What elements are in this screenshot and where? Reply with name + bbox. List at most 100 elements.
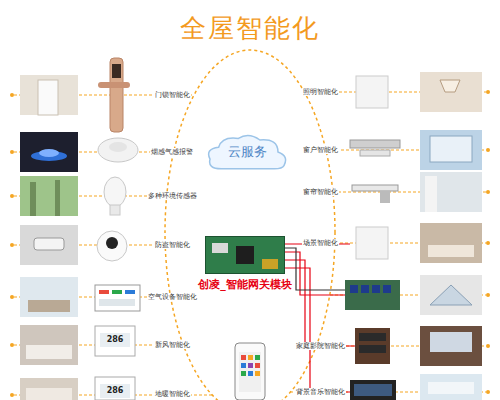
smartphone <box>241 363 246 368</box>
room-photo <box>430 285 472 305</box>
category-label: 新风智能化 <box>154 341 191 350</box>
room-photo <box>20 325 78 365</box>
device-picture <box>350 140 400 148</box>
category-label: 烟感气感报警 <box>150 148 194 157</box>
end-dot <box>10 343 14 347</box>
end-dot <box>10 150 14 154</box>
device-picture <box>380 191 390 203</box>
room-photo <box>430 136 472 162</box>
device-picture <box>112 290 122 294</box>
cloud-label: 云服务 <box>204 132 290 172</box>
room-photo <box>30 182 36 216</box>
end-dot <box>486 241 490 245</box>
device-picture <box>356 227 388 259</box>
device-picture <box>95 285 140 311</box>
room-photo <box>420 172 482 212</box>
end-dot <box>10 295 14 299</box>
device-picture <box>125 290 135 294</box>
module-label: 创凌_智能网关模块 <box>196 277 294 293</box>
device-picture <box>109 142 127 152</box>
category-label: 地暖智能化 <box>154 390 191 399</box>
room-photo <box>430 332 472 352</box>
room-photo <box>20 75 78 115</box>
device-picture <box>356 76 388 108</box>
category-label: 家庭影院智能化 <box>295 342 346 351</box>
device-picture <box>354 384 392 396</box>
category-label: 多种环境传感器 <box>147 192 198 201</box>
end-dot <box>10 393 14 397</box>
end-dot <box>486 190 490 194</box>
circuit-board <box>205 236 285 274</box>
display-reading: 286 <box>106 335 125 345</box>
device-picture <box>352 185 398 191</box>
device-picture <box>100 333 130 347</box>
smartphone <box>255 355 260 360</box>
room-photo <box>26 388 72 400</box>
cloud-node: 云服务 <box>204 132 290 172</box>
signal-wire <box>285 244 355 392</box>
smartphone <box>241 355 246 360</box>
device-picture <box>95 377 135 400</box>
room-photo <box>20 132 78 172</box>
category-label: 照明智能化 <box>302 88 339 97</box>
room-photo <box>28 300 70 312</box>
device-picture <box>95 58 140 400</box>
category-label: 空气设备智能化 <box>147 293 198 302</box>
device-picture <box>95 326 135 356</box>
device-picture <box>345 76 400 400</box>
device-picture <box>361 285 369 293</box>
room-photo <box>420 130 482 170</box>
category-label: 窗帘智能化 <box>302 188 339 197</box>
room-photo <box>420 275 482 315</box>
room-photo <box>20 75 78 400</box>
end-dot <box>10 194 14 198</box>
smartphone <box>239 352 261 392</box>
end-dot <box>486 293 490 297</box>
device-picture <box>99 290 109 294</box>
chip <box>212 243 228 253</box>
room-photo <box>55 180 60 216</box>
end-dot <box>486 390 490 394</box>
device-picture <box>359 345 386 353</box>
device-picture <box>383 285 391 293</box>
room-photo <box>428 382 474 394</box>
device-picture <box>106 237 118 249</box>
smartphone <box>255 363 260 368</box>
room-photo <box>428 245 474 257</box>
end-dot <box>486 90 490 94</box>
room-photo <box>20 176 78 216</box>
room-photo <box>34 238 64 250</box>
device-picture <box>99 299 135 306</box>
room-photo <box>20 378 78 400</box>
room-photo <box>420 223 482 263</box>
signal-wire <box>285 248 345 290</box>
room-photo <box>26 345 72 359</box>
room-photo <box>39 149 59 157</box>
device-picture <box>360 150 390 156</box>
device-picture <box>98 138 138 162</box>
smartphone <box>241 371 246 376</box>
room-photo <box>20 225 78 265</box>
device-picture <box>345 280 400 310</box>
device-picture <box>104 177 126 207</box>
device-picture <box>355 328 390 364</box>
smartphone <box>235 343 265 400</box>
gateway-node: 创凌_智能网关模块 <box>196 236 294 293</box>
room-photo <box>420 326 482 366</box>
smartphone <box>235 343 265 400</box>
chip <box>236 246 254 264</box>
smartphone <box>255 371 260 376</box>
device-picture <box>350 380 396 400</box>
device-picture <box>110 205 120 215</box>
end-dot <box>10 243 14 247</box>
signal-wire <box>285 268 350 392</box>
smartphone <box>248 371 253 376</box>
room-photo <box>420 72 482 112</box>
category-label: 门锁智能化 <box>154 91 191 100</box>
end-dot <box>486 344 490 348</box>
device-picture <box>100 384 130 398</box>
end-dot <box>486 148 490 152</box>
room-photo <box>425 176 437 212</box>
device-picture <box>97 231 127 261</box>
